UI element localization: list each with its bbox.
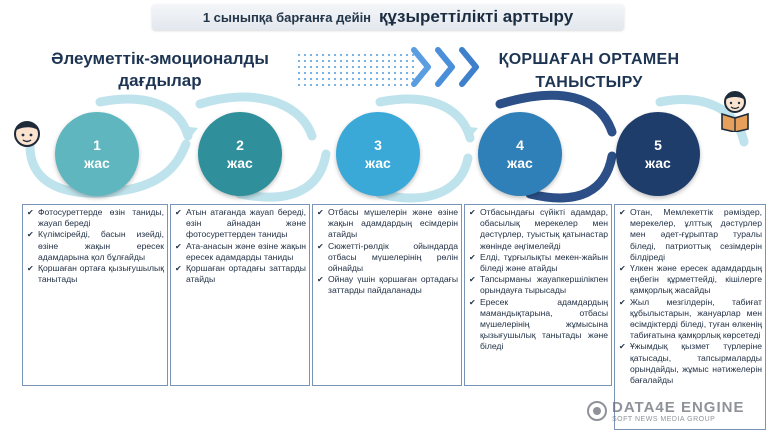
list-item: ✔Тапсырманы жауапкершілікпен орындауға т… [469,274,608,296]
check-icon: ✔ [175,241,182,251]
list-item: ✔Ойнау үшін қоршаған ортадағы заттарды п… [317,274,458,296]
chevron-arrows-icon [410,46,482,88]
check-icon: ✔ [175,208,182,217]
stage-1-label: жас [84,155,110,171]
right-heading-line-2: ТАНЫСТЫРУ [535,74,643,91]
left-heading-line-2: дағдылар [118,71,202,90]
list-item: ✔Атын атағанда жауап береді, өзін айнада… [175,207,306,240]
right-heading: ҚОРШАҒАН ОРТАМЕН ТАНЫСТЫРУ [494,48,684,94]
check-icon: ✔ [469,297,476,307]
check-icon: ✔ [619,264,626,274]
check-icon: ✔ [317,208,324,217]
stage-5-number: 5 [654,137,662,153]
list-item: ✔Қоршаған ортаға қызығушылық танытады [27,263,164,285]
arc-2-top [195,92,317,141]
list-item: ✔Сюжетті-рөлдік ойындарда отбасы мүшелер… [317,240,458,274]
arc-4-bottom [525,151,617,203]
title-bar: 1 сыныпқа барғанға дейін құзыреттілікті … [152,4,624,30]
list-item: ✔Ата-анасын және өзіне жақын ересек адам… [175,240,306,262]
left-heading: Әлеуметтік-эмоционалды дағдылар [20,48,300,92]
stage-1-circle: 1 жас [55,112,139,196]
right-heading-line-1: ҚОРШАҒАН ОРТАМЕН [498,51,680,68]
list-item: ✔Фотосуреттерде өзін таниды, жауап беред… [27,207,164,229]
check-icon: ✔ [317,241,324,251]
watermark-sub: SOFT NEWS MEDIA GROUP [612,415,716,423]
stage-3-label: жас [365,155,391,171]
check-icon: ✔ [317,275,324,285]
watermark-logo-icon [587,401,607,421]
watermark: DATA4E ENGINE SOFT NEWS MEDIA GROUP [586,394,756,428]
title-prefix: 1 сыныпқа барғанға дейін [202,9,372,25]
dot-pattern-decoration [296,52,414,86]
check-icon: ✔ [469,252,476,262]
stage-3-number: 3 [374,137,382,153]
list-item: ✔Елді, тұрғылықты мекен-жайын біледі жән… [469,251,608,274]
arc-4-top [495,90,617,137]
check-icon: ✔ [619,297,626,307]
stage-1-box: ✔Фотосуреттерде өзін таниды, жауап беред… [22,204,168,386]
check-icon: ✔ [27,208,34,217]
stage-3-circle: 3 жас [336,112,420,196]
list-item: ✔Ұжымдық қызмет түрлеріне қатысады, тапс… [619,341,762,386]
list-item: ✔Отбасындағы сүйікті адамдар, обасылық м… [469,207,608,251]
arc-2-bottom [235,149,331,202]
list-item: ✔Ересек адамдардың мамандықтарына, отбас… [469,296,608,352]
child-book-icon [716,88,754,137]
stage-2-number: 2 [236,137,244,153]
list-item: ✔Үлкен және ересек адамдардың еңбегін құ… [619,263,762,296]
list-item: ✔Отбасы мүшелерін және өзіне жақын адамд… [317,207,458,240]
check-icon: ✔ [469,275,476,285]
check-icon: ✔ [619,342,626,352]
stage-2-label: жас [227,155,253,171]
left-heading-line-1: Әлеуметтік-эмоционалды [51,49,269,68]
stage-4-box: ✔Отбасындағы сүйікті адамдар, обасылық м… [464,204,612,386]
check-icon: ✔ [27,230,34,240]
watermark-name: DATA4E ENGINE [612,398,745,416]
arrowhead-icon [462,126,478,138]
check-icon: ✔ [469,208,476,217]
stage-5-circle: 5 жас [616,112,700,196]
arc-3-bottom [375,153,473,203]
stage-4-number: 4 [516,137,524,153]
arc-1 [25,139,191,198]
stage-5-label: жас [645,155,671,171]
list-item: ✔Жыл мезгілдерін, табиғат құбылыстарын, … [619,296,762,341]
flow-curve [25,90,749,203]
list-item: ✔Отан, Мемлекеттік рәміздер, мерекелер, … [619,207,762,262]
child-face-icon [10,116,44,155]
list-item: ✔Қоршаған ортадағы заттарды атайды [175,263,306,285]
stage-3-box: ✔Отбасы мүшелерін және өзіне жақын адамд… [312,204,462,386]
list-item: ✔Күлімсірейді, басын изейді, өзіне жақын… [27,229,164,262]
stage-4-circle: 4 жас [478,112,562,196]
stage-4-label: жас [507,155,533,171]
stage-1-number: 1 [93,137,101,153]
title-main: құзыреттілікті арттыру [379,7,574,26]
stage-2-circle: 2 жас [198,112,282,196]
stage-5-box: ✔Отан, Мемлекеттік рәміздер, мерекелер, … [614,204,766,430]
check-icon: ✔ [175,264,182,274]
stage-2-box: ✔Атын атағанда жауап береді, өзін айнада… [170,204,310,386]
check-icon: ✔ [619,208,626,217]
check-icon: ✔ [27,264,34,274]
arrowhead-icon [182,126,198,138]
